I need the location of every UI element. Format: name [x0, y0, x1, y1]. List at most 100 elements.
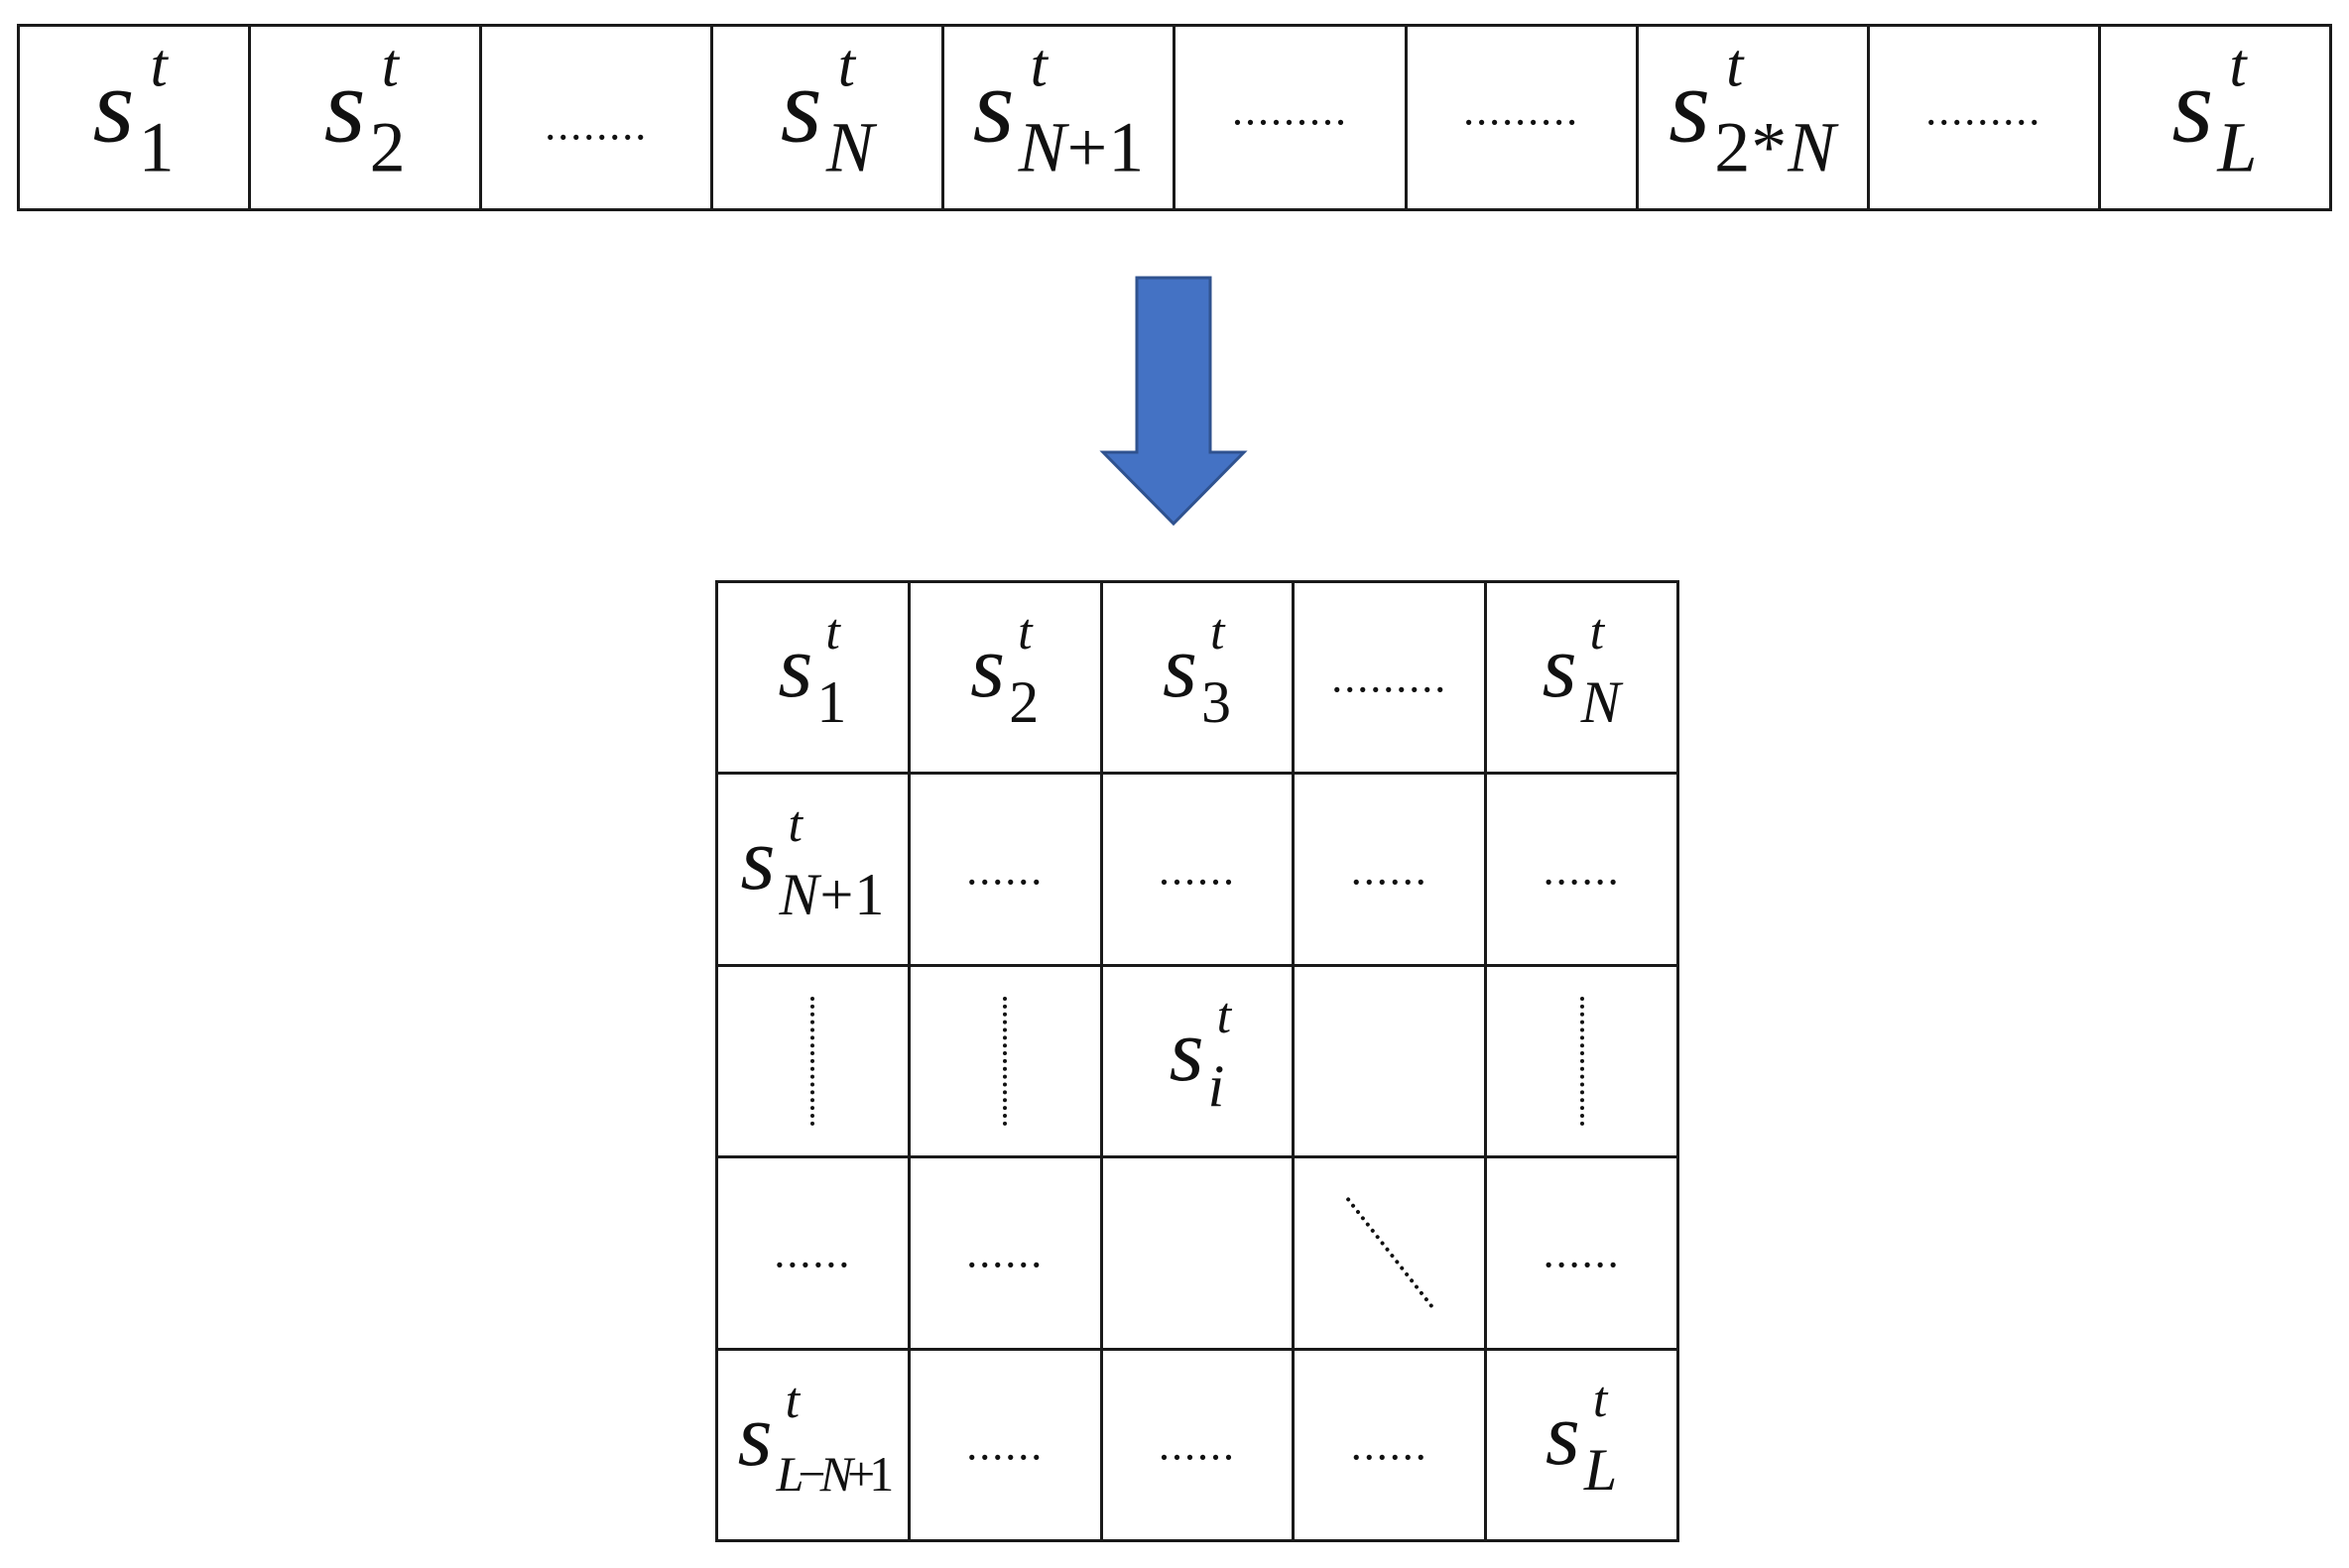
ellipsis: .........	[1232, 85, 1349, 135]
symbol-superscript: t	[1592, 1371, 1608, 1428]
symbol-superscript: t	[788, 795, 803, 853]
matrix-cell: .........	[1295, 583, 1488, 776]
ellipsis: .........	[1925, 85, 2042, 135]
symbol-base: s	[1669, 47, 1711, 165]
ellipsis: ........	[545, 100, 649, 150]
symbol-base: s	[1545, 1385, 1580, 1484]
symbol-superscript: t	[1209, 604, 1225, 662]
symbol-base: s	[972, 47, 1015, 165]
symbol-subscript: N	[1580, 669, 1622, 736]
ellipsis: .........	[1331, 653, 1448, 702]
symbol-base: s	[1542, 618, 1577, 717]
symbol-superscript: t	[1018, 604, 1033, 662]
matrix-cell	[718, 966, 911, 1159]
symbol-subscript: 2*N	[1714, 107, 1837, 186]
symbol-superscript: t	[1726, 32, 1744, 99]
symbol-base: s	[92, 47, 135, 165]
ellipsis: ......	[1350, 1420, 1428, 1470]
sequence-cell: ........	[482, 27, 714, 208]
symbol-subscript: 2	[369, 107, 407, 186]
sequence-cell: .........	[1175, 27, 1408, 208]
ellipsis: ......	[966, 845, 1045, 895]
ellipsis: ......	[966, 1228, 1045, 1277]
symbol-base: s	[1169, 1001, 1204, 1100]
matrix-cell	[910, 966, 1103, 1159]
symbol-superscript: t	[150, 32, 168, 99]
symbol-subscript: i	[1207, 1052, 1226, 1119]
matrix-cell: ......	[910, 1158, 1103, 1351]
matrix-cell: ......	[1487, 775, 1679, 967]
matrix-cell: ......	[1295, 775, 1488, 967]
symbol-base: s	[970, 618, 1006, 717]
vertical-ellipsis	[1003, 996, 1008, 1126]
symbol-base: s	[780, 47, 822, 165]
matrix-cell	[1102, 1158, 1296, 1351]
symbol-base: s	[1162, 618, 1197, 717]
diagonal-ellipsis	[1345, 1196, 1434, 1309]
vertical-ellipsis	[1579, 996, 1584, 1126]
ellipsis: ......	[1158, 845, 1236, 895]
symbol-superscript: t	[785, 1372, 801, 1429]
symbol-subscript: N	[825, 107, 875, 186]
symbol-base: s	[737, 1386, 773, 1485]
symbol-superscript: t	[825, 604, 840, 662]
symbol-superscript: t	[837, 32, 856, 99]
matrix-cell: ......	[1102, 1350, 1296, 1542]
symbol-superscript: t	[381, 32, 399, 99]
symbol-base: s	[778, 618, 813, 717]
matrix-cell: ......	[910, 1350, 1103, 1542]
symbol-base: s	[2171, 47, 2214, 165]
ellipsis: ......	[1350, 845, 1428, 895]
symbol-base: s	[323, 47, 366, 165]
symbol-subscript: 3	[1201, 669, 1232, 736]
matrix-cell: ......	[910, 775, 1103, 967]
symbol-subscript: L−N+1	[776, 1445, 895, 1502]
sequence-cell: .........	[1870, 27, 2101, 208]
down-arrow-icon	[1099, 276, 1248, 527]
symbol-superscript: t	[1589, 604, 1605, 662]
matrix-cell: ......	[1487, 1158, 1679, 1351]
ellipsis: ......	[1158, 1420, 1236, 1470]
down-arrow-shape	[1099, 276, 1248, 527]
matrix-cell: ......	[718, 1158, 911, 1351]
symbol-superscript: t	[2229, 32, 2247, 99]
ellipsis: ......	[774, 1228, 852, 1277]
symbol-subscript: 1	[816, 669, 848, 736]
ellipsis: ......	[1543, 845, 1621, 895]
symbol-superscript: t	[1216, 987, 1232, 1044]
symbol-base: s	[740, 809, 776, 908]
ellipsis: ......	[966, 1420, 1045, 1470]
symbol-subscript: N+1	[779, 861, 886, 927]
symbol-subscript: L	[2217, 107, 2259, 186]
matrix-cell	[1295, 1158, 1488, 1351]
symbol-subscript: 1	[138, 107, 176, 186]
